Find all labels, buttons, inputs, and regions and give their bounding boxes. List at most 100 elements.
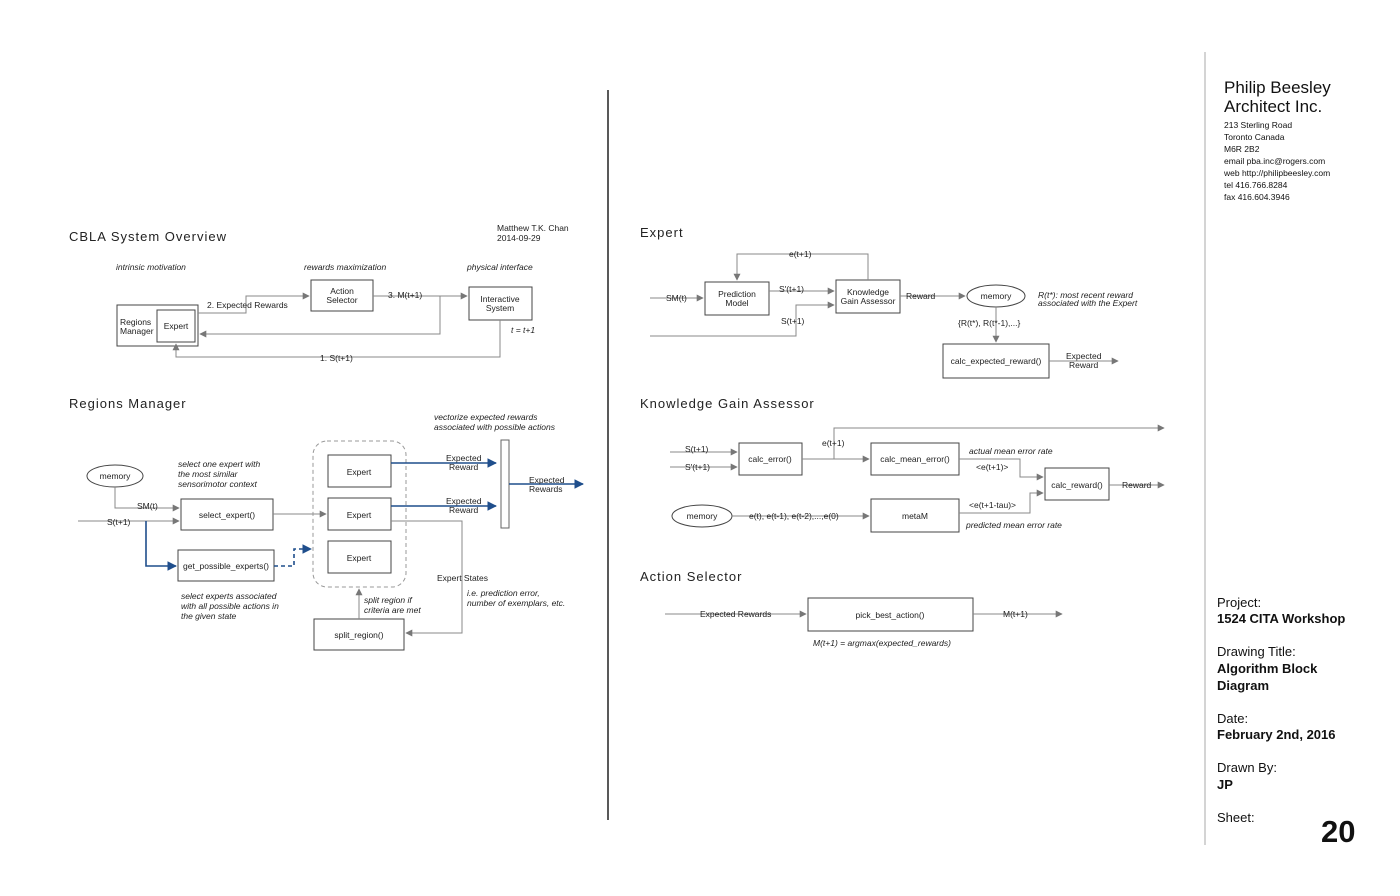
vectorize-note-2: associated with possible actions [434, 422, 556, 432]
action-in-label: Expected Rewards [700, 609, 771, 619]
kga-label-1: Knowledge [847, 287, 889, 297]
pick-best-label: pick_best_action() [856, 610, 925, 620]
drawn-by-value: JP [1217, 777, 1233, 792]
kga-e-label: e(t+1) [822, 438, 845, 448]
calc-error-label: calc_error() [748, 454, 792, 464]
rewards-out-label-2: Rewards [529, 484, 563, 494]
metam-label: metaM [902, 511, 928, 521]
calc-reward-label: calc_reward() [1051, 480, 1103, 490]
expert-2-label: Expert [347, 510, 372, 520]
expert-states-label: Expert States [437, 573, 488, 583]
predicted-note: predicted mean error rate [965, 520, 1062, 530]
label-intrinsic: intrinsic motivation [116, 262, 186, 272]
edge-m-label: 3. M(t+1) [388, 290, 422, 300]
vectorize-note-1: vectorize expected rewards [434, 412, 538, 422]
sheet-number: 20 [1321, 814, 1356, 849]
metam-box [870, 498, 960, 533]
expert-2-box [327, 497, 392, 531]
firm-postal: M6R 2B2 [1224, 144, 1260, 154]
drawing-title-2: Diagram [1217, 678, 1270, 693]
states-note-2: number of exemplars, etc. [467, 598, 565, 608]
edge-metam-reward [959, 489, 1044, 514]
expert-title: Expert [640, 225, 684, 240]
memory-label: memory [100, 471, 131, 481]
expert-s-label: S(t+1) [781, 316, 805, 326]
firm-address-1: 213 Sterling Road [1224, 120, 1293, 130]
expert-section: Expert SM(t) Prediction Model Knowledge … [640, 225, 1138, 379]
expert-3-box [327, 540, 392, 574]
rewards-out-label-1: Expected [529, 475, 565, 485]
date-label: Date: [1217, 711, 1249, 726]
edge-expert-s [650, 301, 835, 337]
prediction-label-1: Prediction [718, 289, 756, 299]
kga-e-list: e(t), e(t-1), e(t-2),...,e(0) [749, 511, 839, 521]
select-note-2: the most similar [178, 469, 239, 479]
get-possible-box [177, 549, 275, 582]
reward-2-label-2: Reward [449, 505, 479, 515]
expert-r-list: {R(t*), R(t*-1),...} [958, 318, 1021, 328]
expert-s-prime-label: S'(t+1) [779, 284, 804, 294]
states-note-1: i.e. prediction error, [467, 588, 540, 598]
action-out-label: M(t+1) [1003, 609, 1028, 619]
project-value: 1524 CITA Workshop [1217, 611, 1346, 626]
kga-e-tau: <e(t+1-tau)> [969, 500, 1016, 510]
drawn-by-label: Drawn By: [1217, 760, 1277, 775]
firm-tel: tel 416.766.8284 [1224, 180, 1288, 190]
action-formula: M(t+1) = argmax(expected_rewards) [813, 638, 951, 648]
expert-1-label: Expert [347, 467, 372, 477]
action-selector-label-2: Selector [326, 295, 357, 305]
calc-reward-box [1044, 467, 1110, 501]
regions-manager-section: Regions Manager vectorize expected rewar… [69, 396, 584, 651]
kga-s-label: S(t+1) [685, 444, 709, 454]
edge-s [172, 320, 501, 358]
select-note-3: sensorimotor context [178, 479, 258, 489]
edge-mean-reward [959, 458, 1044, 481]
firm-address-2: Toronto Canada [1224, 132, 1285, 142]
split-region-label: split_region() [334, 630, 383, 640]
cbla-overview-section: CBLA System Overview Matthew T.K. Chan 2… [69, 223, 569, 363]
reward-1-label-1: Expected [446, 453, 482, 463]
edge-feedback [199, 296, 441, 338]
expert-note-2: associated with the Expert [1038, 298, 1138, 308]
expert-e-label: e(t+1) [789, 249, 812, 259]
split-note-2: criteria are met [364, 605, 421, 615]
edge-error-out [833, 424, 1165, 459]
calc-mean-label: calc_mean_error() [880, 454, 950, 464]
drawing-title-label: Drawing Title: [1217, 644, 1296, 659]
reward-1-label-2: Reward [449, 462, 479, 472]
expert-out-1: Expected [1066, 351, 1102, 361]
firm-fax: fax 416.604.3946 [1224, 192, 1290, 202]
calc-expected-label: calc_expected_reward() [951, 356, 1042, 366]
get-possible-label: get_possible_experts() [183, 561, 269, 571]
author-date: 2014-09-29 [497, 233, 541, 243]
firm-email: email pba.inc@rogers.com [1224, 156, 1326, 166]
expert-out-2: Reward [1069, 360, 1099, 370]
interactive-label-1: Interactive [480, 294, 519, 304]
expert-box [156, 309, 196, 343]
select-expert-label: select_expert() [199, 510, 255, 520]
cbla-title: CBLA System Overview [69, 229, 227, 244]
label-physical: physical interface [466, 262, 533, 272]
firm-name-2: Architect Inc. [1224, 97, 1323, 116]
expert-sm-label: SM(t) [666, 293, 687, 303]
sheet-label: Sheet: [1217, 810, 1255, 825]
possible-note-2: with all possible actions in [181, 601, 279, 611]
edge-expected-rewards [198, 292, 310, 314]
regions-title: Regions Manager [69, 396, 187, 411]
t-equation: t = t+1 [511, 325, 535, 335]
kga-title: Knowledge Gain Assessor [640, 396, 815, 411]
expert-1-box [327, 454, 392, 488]
kga-s-prime-label: S'(t+1) [685, 462, 710, 472]
edge-error-feedback [733, 253, 869, 281]
expert-3-label: Expert [347, 553, 372, 563]
kga-memory-label: memory [687, 511, 718, 521]
action-selector-section: Action Selector Expected Rewards pick_be… [640, 569, 1063, 648]
split-note-1: split region if [364, 595, 413, 605]
prediction-model-box [704, 281, 770, 316]
experts-group [312, 440, 407, 588]
edge-possible-to-experts [274, 544, 312, 567]
edge-sm [114, 487, 180, 512]
expert-label: Expert [164, 321, 189, 331]
kga-e-avg: <e(t+1)> [976, 462, 1008, 472]
possible-note-3: the given state [181, 611, 237, 621]
